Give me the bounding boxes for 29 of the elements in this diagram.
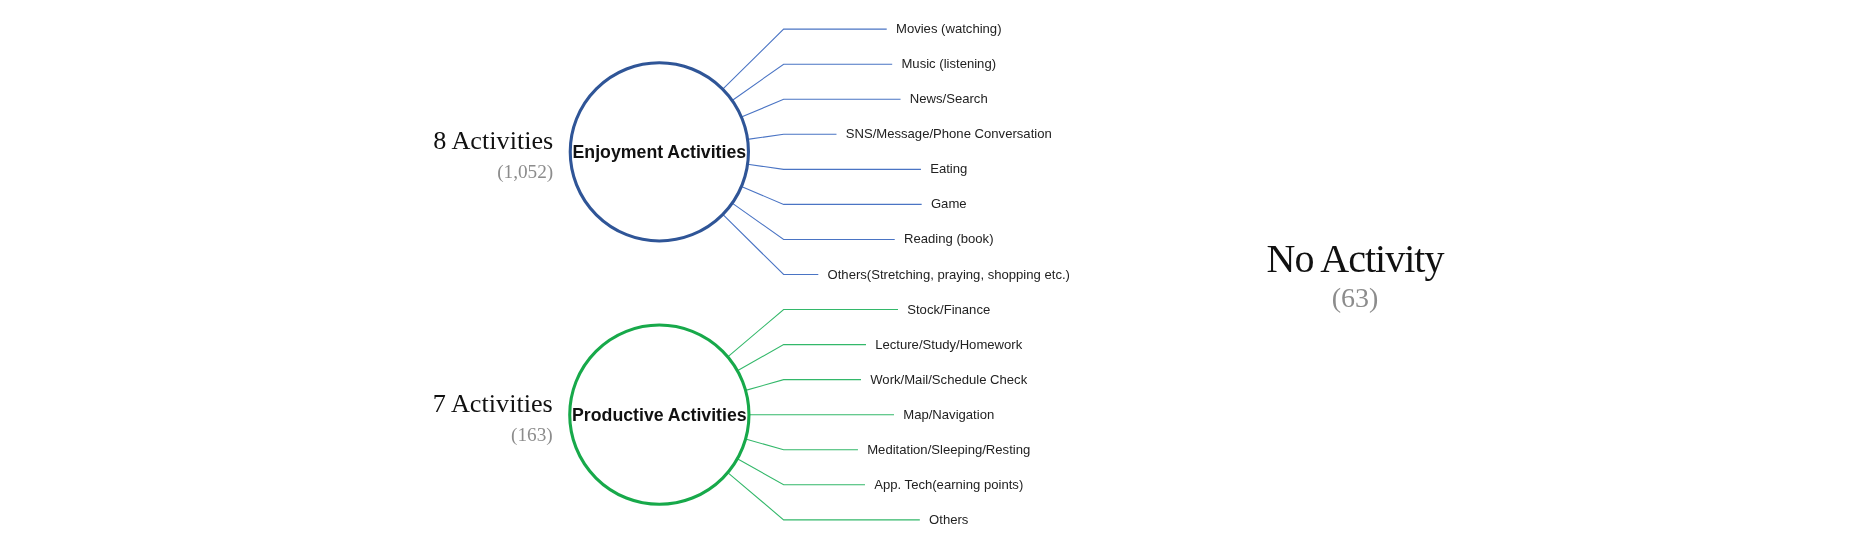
node-text: Eating: [929, 161, 967, 177]
connector: [726, 309, 899, 358]
node-text: News/Search: [909, 91, 988, 107]
connector: [726, 472, 920, 521]
category-label: No Activity: [1266, 235, 1444, 282]
node-circle: Productive Activities: [567, 323, 751, 506]
node-text: Game: [930, 196, 967, 212]
node-text: Meditation/Sleeping/Resting: [866, 442, 1030, 457]
node-text: Map/Navigation: [902, 407, 994, 422]
node-text: Stock/Finance: [906, 302, 990, 317]
response-count: (163): [510, 423, 553, 445]
connector: [721, 28, 887, 90]
node-text: Work/Mail/Schedule Check: [869, 372, 1027, 387]
node-text: SNS/Message/Phone Conversation: [845, 126, 1052, 142]
response-count: (1,052): [496, 161, 553, 182]
connector: [731, 63, 893, 101]
node-text: Others(Stretching, praying, shopping etc.): [827, 266, 1070, 282]
node-text: Music (listening): [901, 56, 996, 72]
node-text: Movies (watching): [895, 21, 1002, 37]
node-text: Lecture/Study/Homework: [874, 337, 1022, 352]
connector: [731, 202, 895, 240]
connector: [721, 213, 819, 276]
node-text: Reading (book): [903, 231, 994, 247]
count-label: (63): [1331, 282, 1379, 314]
node-text: App. Tech(earning points): [873, 477, 1023, 492]
activity-count: 7 Activities: [432, 388, 553, 418]
node-text: Others: [928, 512, 969, 527]
node-circle: Enjoyment Activities: [568, 61, 750, 243]
activity-count: 8 Activities: [432, 125, 553, 155]
